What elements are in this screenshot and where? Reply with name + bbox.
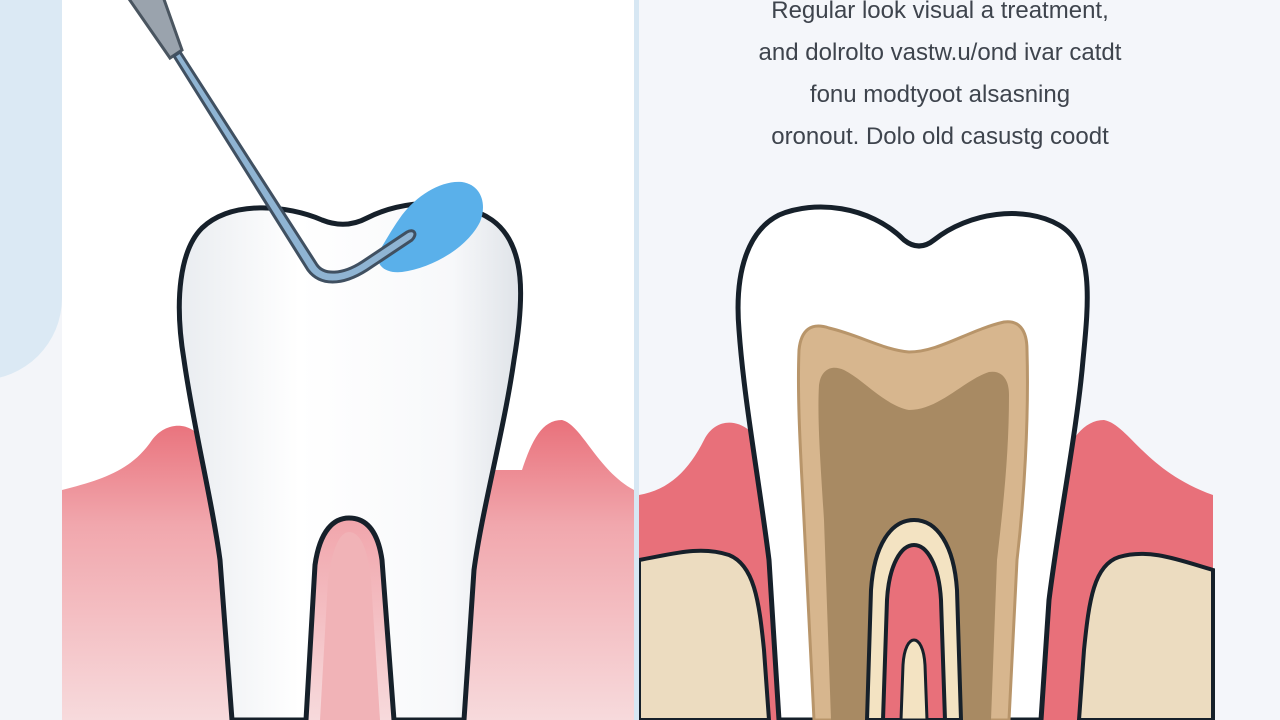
caption-line: and dolrolto vastw.u/ond ivar catdt	[758, 39, 1122, 66]
tooth-treatment-illustration	[62, 0, 634, 720]
dental-probe-icon	[127, 0, 417, 284]
decorative-blob	[0, 0, 62, 380]
bone-left	[639, 548, 772, 720]
filling-blue	[378, 181, 483, 273]
right-panel-cross-section	[639, 0, 1280, 720]
pulp	[880, 542, 948, 720]
panel-divider	[634, 0, 639, 720]
caption-line: oronout. Dolo old casustg coodt	[771, 123, 1109, 150]
tooth-cross-section-icon	[639, 204, 1215, 720]
bone-right	[1076, 551, 1215, 720]
caption-line: fonu modtyoot alsasning	[809, 81, 1071, 108]
caption-block: Regular look visual a treatment, and dol…	[640, 0, 1240, 158]
caption-line: Regular look visual a treatment,	[771, 0, 1109, 24]
root-gap	[320, 532, 380, 720]
left-panel-healthy-tooth	[62, 0, 634, 720]
inner-canal	[899, 638, 929, 720]
